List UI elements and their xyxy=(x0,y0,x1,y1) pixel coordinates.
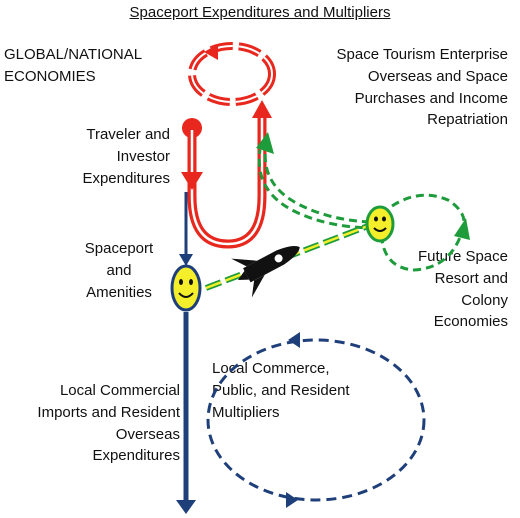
tourism-line-1: Space Tourism Enterprise xyxy=(336,46,508,63)
commerce-line-3: Multipliers xyxy=(212,403,280,421)
bottom-arrow-icon xyxy=(176,500,196,514)
future-smiley-icon xyxy=(365,205,395,243)
main-flow-line xyxy=(176,192,196,514)
local-commerce-label: Local Commerce, Public, and Resident Mul… xyxy=(212,358,350,423)
traveler-line-2: Investor xyxy=(116,147,170,165)
commerce-line-2: Public, and Resident xyxy=(212,381,350,399)
spaceport-line-2: and xyxy=(106,261,132,279)
green-up-arrow-icon xyxy=(256,132,274,154)
down-arrow-icon xyxy=(181,172,203,190)
spaceport-amenities-label: Spaceport and Amenities xyxy=(54,238,184,303)
future-line-3: Colony xyxy=(461,291,508,309)
imports-line-1: Local Commercial xyxy=(59,382,180,399)
global-economies-label: GLOBAL/NATIONAL ECONOMIES xyxy=(4,44,142,88)
up-arrow-icon xyxy=(252,100,272,118)
global-line-2: ECONOMIES xyxy=(4,67,96,85)
traveler-expenditures-label: Traveler and Investor Expenditures xyxy=(40,124,170,189)
local-multiplier-loop xyxy=(206,332,426,508)
loop-arrowhead-icon xyxy=(204,44,218,60)
spaceport-smiley-icon xyxy=(170,264,202,312)
local-imports-label: Local Commercial Imports and Resident Ov… xyxy=(20,380,180,467)
spaceport-line-3: Amenities xyxy=(86,283,152,301)
loop-bottom-arrow-icon xyxy=(286,492,298,508)
traveler-expenditures-path xyxy=(181,100,272,249)
green-right-arrow-icon xyxy=(454,218,470,240)
red-node-icon xyxy=(182,118,202,138)
space-economy-loop xyxy=(256,132,470,272)
diagram-title: Spaceport Expenditures and Multipliers xyxy=(129,4,391,21)
spaceport-line-1: Spaceport xyxy=(84,240,154,257)
loop-top-arrow-icon xyxy=(288,332,300,348)
traveler-line-3: Expenditures xyxy=(82,169,170,187)
future-line-4: Economies xyxy=(433,313,508,331)
space-tourism-label: Space Tourism Enterprise Overseas and Sp… xyxy=(337,44,508,131)
commerce-line-1: Local Commerce, xyxy=(212,360,330,377)
global-line-1: GLOBAL/NATIONAL xyxy=(4,46,143,63)
future-line-2: Resort and xyxy=(434,269,508,287)
imports-line-4: Expenditures xyxy=(92,447,180,465)
imports-line-3: Overseas xyxy=(115,425,180,443)
imports-line-2: Imports and Resident xyxy=(37,403,180,421)
tourism-line-2: Overseas and Space xyxy=(367,67,508,85)
global-economies-loop xyxy=(188,42,276,106)
traveler-line-1: Traveler and xyxy=(86,126,170,143)
rocket-icon xyxy=(231,245,300,298)
tourism-line-4: Repatriation xyxy=(427,111,508,129)
tourism-line-3: Purchases and Income xyxy=(354,89,508,107)
